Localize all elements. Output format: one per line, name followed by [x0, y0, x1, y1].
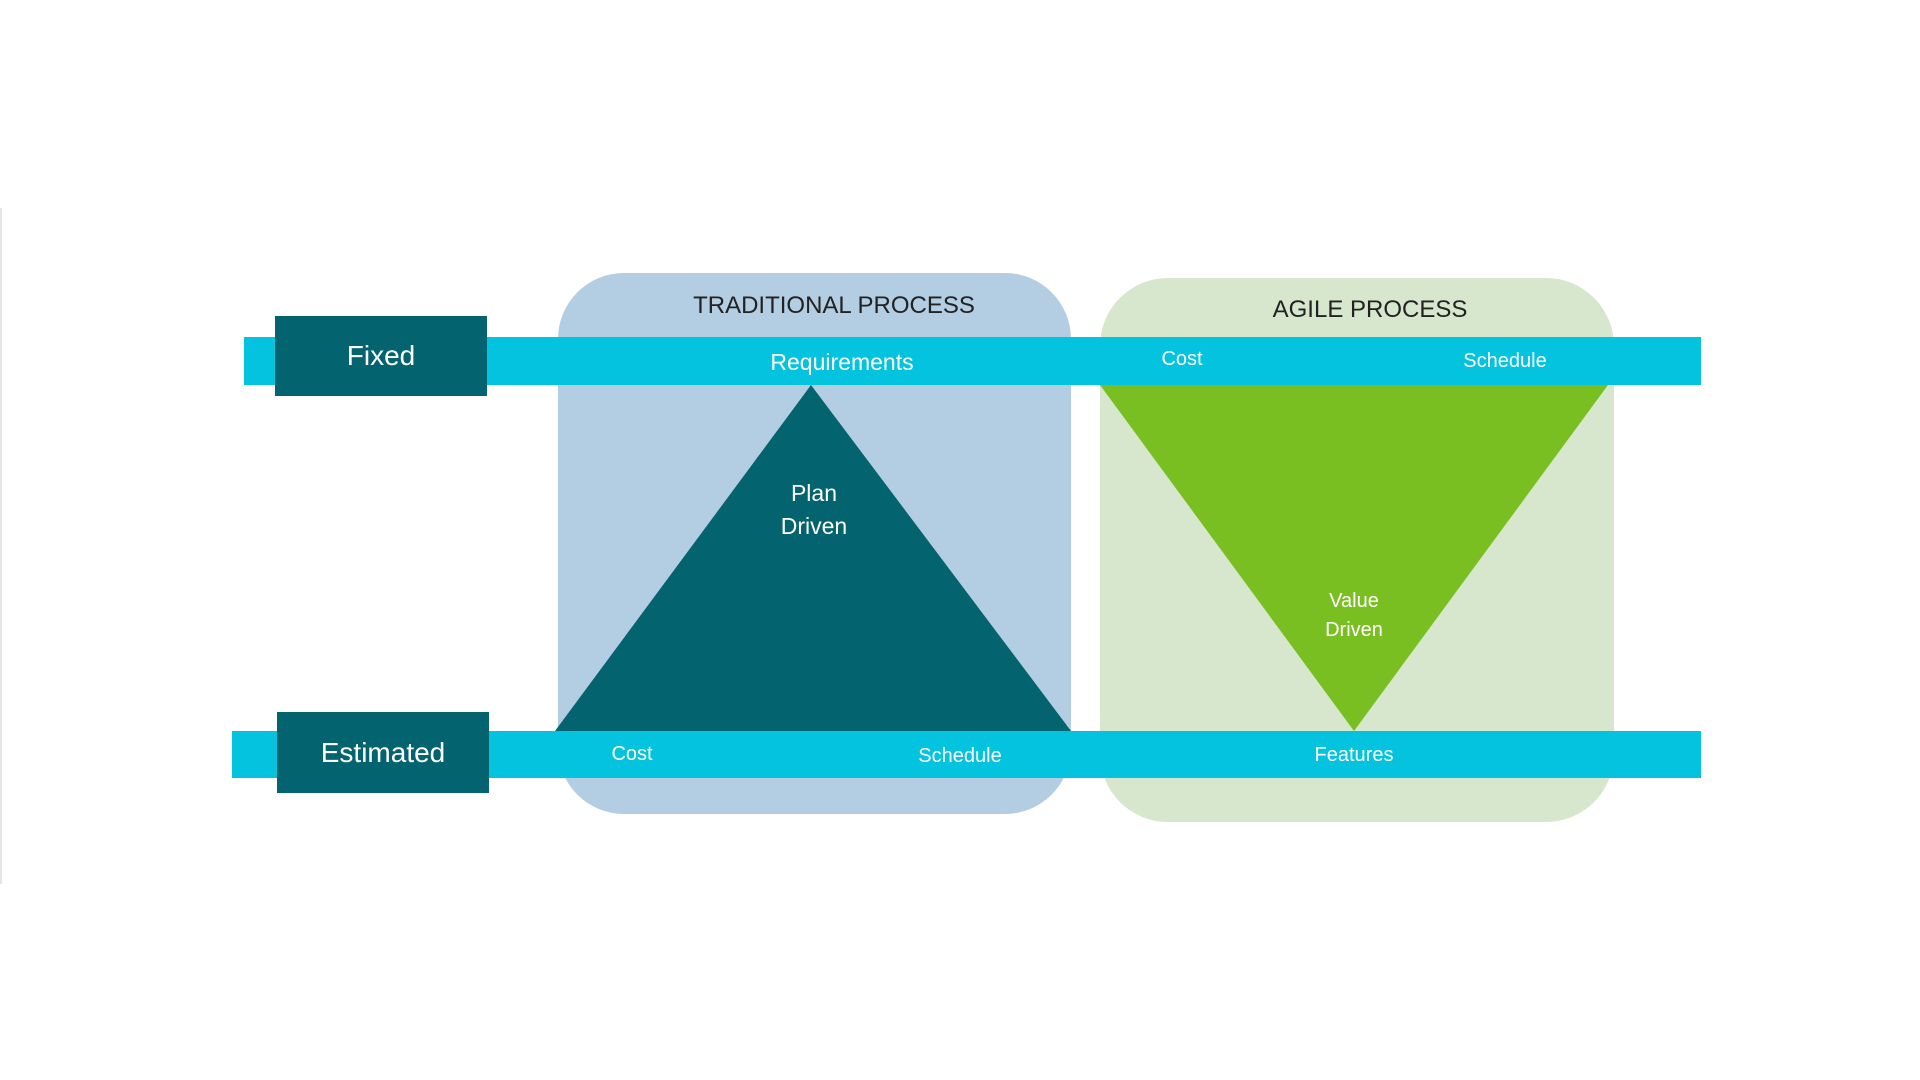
agile-features-label: Features	[1314, 744, 1394, 766]
fixed-row-tag: Fixed	[275, 316, 487, 396]
value-driven-label: Value Driven	[1325, 587, 1383, 645]
traditional-requirements-label: Requirements	[770, 349, 914, 375]
agile-schedule-label: Schedule	[1463, 350, 1547, 372]
value-driven-line-2: Driven	[1325, 619, 1383, 641]
agile-cost-label: Cost	[1161, 348, 1203, 370]
estimated-row-label: Estimated	[320, 736, 446, 768]
plan-driven-label: Plan Driven	[781, 477, 847, 544]
traditional-cost-label: Cost	[611, 743, 653, 765]
traditional-process-title: TRADITIONAL PROCESS	[693, 292, 975, 319]
estimated-row-tag: Estimated	[277, 712, 489, 793]
left-edge-rule	[0, 208, 2, 884]
value-driven-line-1: Value	[1329, 590, 1379, 612]
value-driven-triangle	[1100, 385, 1608, 731]
agile-process-title: AGILE PROCESS	[1272, 296, 1468, 323]
plan-driven-line-2: Driven	[780, 513, 848, 540]
plan-driven-line-1: Plan	[790, 480, 838, 506]
plan-driven-triangle	[555, 385, 1071, 731]
fixed-row-label: Fixed	[346, 340, 416, 371]
traditional-schedule-label: Schedule	[918, 745, 1002, 767]
